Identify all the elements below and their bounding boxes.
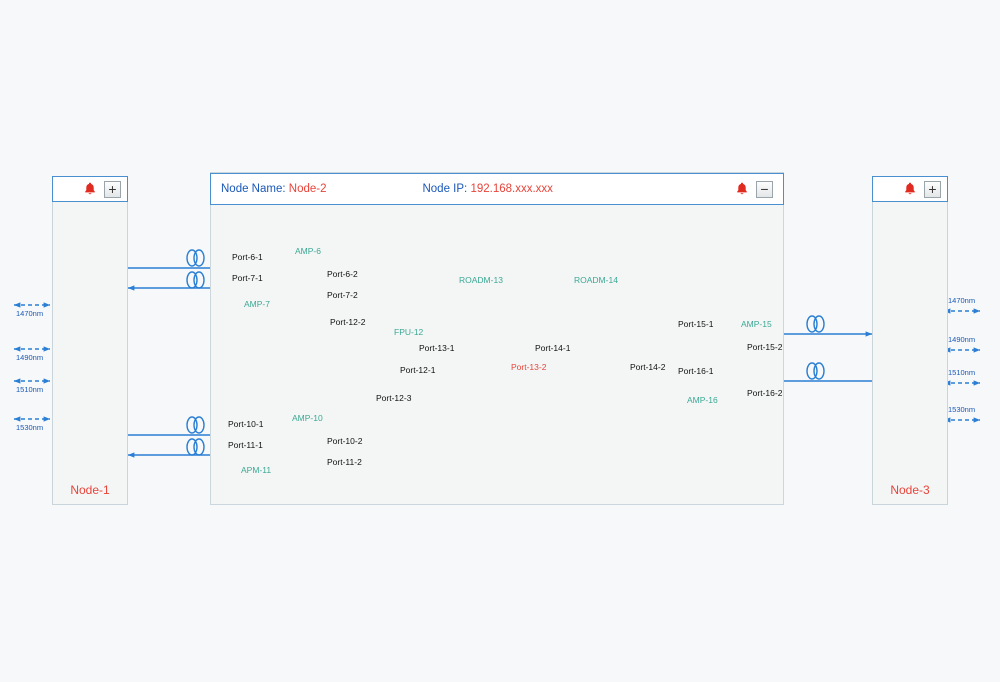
- port-label-Port-16-1: Port-16-1: [678, 366, 714, 376]
- node3-wavelength-1530: 1530nm: [948, 405, 976, 414]
- device-label-AMP-16: AMP-16: [687, 395, 718, 405]
- node3-name-label: Node-3: [890, 483, 930, 497]
- node3-wavelength-arrows: [943, 308, 981, 423]
- node2-name-field: Node Name: Node-2: [221, 183, 326, 195]
- port-label-Port-12-2: Port-12-2: [330, 317, 366, 327]
- node2-ip-field: Node IP: 192.168.xxx.xxx: [422, 183, 552, 195]
- node1-wavelength-1470: 1470nm: [16, 309, 44, 318]
- port-label-Port-10-2: Port-10-2: [327, 436, 363, 446]
- port-label-Port-12-3: Port-12-3: [376, 393, 412, 403]
- port-label-Port-12-1: Port-12-1: [400, 365, 436, 375]
- fiber-spool-icon-l2: [186, 438, 205, 456]
- port-label-Port-7-1: Port-7-1: [232, 273, 263, 283]
- node3-expand-button[interactable]: +: [924, 180, 941, 198]
- bell-icon[interactable]: [734, 181, 750, 197]
- node1-header[interactable]: +: [52, 176, 128, 202]
- bell-icon[interactable]: [902, 181, 918, 197]
- node1-panel: [52, 200, 128, 505]
- node3-header[interactable]: +: [872, 176, 948, 202]
- fiber-spool-icon-u2: [186, 271, 205, 289]
- port-label-Port-14-2: Port-14-2: [630, 362, 666, 372]
- port-label-Port-15-1: Port-15-1: [678, 319, 714, 329]
- bell-icon[interactable]: [82, 181, 98, 197]
- port-label-Port-6-1: Port-6-1: [232, 252, 263, 262]
- node3-wavelength-1470: 1470nm: [948, 296, 976, 305]
- node1-wavelength-1530: 1530nm: [16, 423, 44, 432]
- port-label-Port-14-1: Port-14-1: [535, 343, 571, 353]
- port-label-Port-7-2: Port-7-2: [327, 290, 358, 300]
- node1-name-label: Node-1: [70, 483, 110, 497]
- node2-ip-label: Node IP:: [422, 183, 468, 195]
- device-label-ROADM-13: ROADM-13: [459, 275, 503, 285]
- node2-header[interactable]: Node Name: Node-2 Node IP: 192.168.xxx.x…: [210, 173, 784, 205]
- node3-wavelength-1510: 1510nm: [948, 368, 976, 377]
- device-label-AMP-10: AMP-10: [292, 413, 323, 423]
- device-label-FPU-12: FPU-12: [394, 327, 424, 337]
- port-label-Port-16-2: Port-16-2: [747, 388, 783, 398]
- port-label-Port-15-2: Port-15-2: [747, 342, 783, 352]
- port-label-Port-11-1: Port-11-1: [228, 440, 263, 450]
- node2-collapse-button[interactable]: −: [756, 180, 773, 198]
- node2-ip-value: 192.168.xxx.xxx: [470, 183, 553, 195]
- fiber-spool-icon-r1: [806, 315, 825, 333]
- node1-wavelength-arrows: [13, 302, 51, 422]
- node2-name-label: Node Name:: [221, 183, 286, 195]
- device-label-ROADM-14: ROADM-14: [574, 275, 618, 285]
- fiber-spool-icon-l1: [186, 416, 205, 434]
- node1-expand-button[interactable]: +: [104, 180, 121, 198]
- node3-wavelength-1490: 1490nm: [948, 335, 976, 344]
- node2-panel: [210, 172, 784, 505]
- device-label-APM-11: APM-11: [241, 465, 272, 475]
- device-label-AMP-6: AMP-6: [295, 246, 321, 256]
- device-label-AMP-7: AMP-7: [244, 299, 270, 309]
- port-label-Port-13-1: Port-13-1: [419, 343, 455, 353]
- node2-name-value: Node-2: [288, 183, 327, 195]
- node1-wavelength-1490: 1490nm: [16, 353, 44, 362]
- port-label-Port-10-1: Port-10-1: [228, 419, 264, 429]
- port-label-Port-11-2: Port-11-2: [327, 457, 362, 467]
- port-label-Port-13-2: Port-13-2: [511, 362, 547, 372]
- node3-panel: [872, 200, 948, 505]
- port-label-Port-6-2: Port-6-2: [327, 269, 358, 279]
- device-label-AMP-15: AMP-15: [741, 319, 772, 329]
- fiber-spool-icon-u1: [186, 249, 205, 267]
- node1-wavelength-1510: 1510nm: [16, 385, 44, 394]
- fiber-spool-icon-r2: [806, 362, 825, 380]
